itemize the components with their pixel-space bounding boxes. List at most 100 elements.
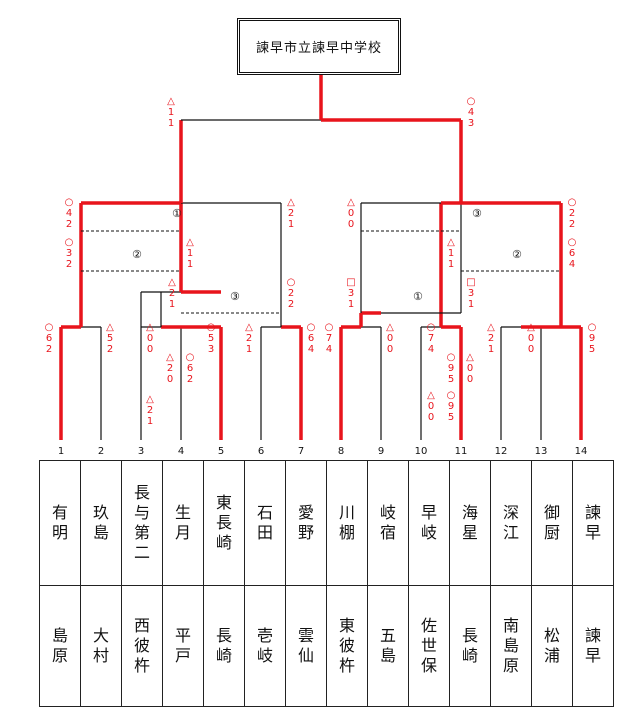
round-mark: ③ (230, 290, 240, 303)
round-mark: ① (413, 290, 423, 303)
team-name-cell: 有明 (39, 460, 81, 586)
team-number: 1 (58, 446, 64, 457)
team-name: 愛野 (297, 503, 314, 542)
region-name-cell: 壱岐 (244, 585, 286, 707)
team-name: 海星 (461, 503, 478, 542)
team-number: 5 (218, 446, 224, 457)
region-name: 島原 (51, 626, 68, 665)
region-name: 雲仙 (297, 626, 314, 665)
region-name: 佐世保 (420, 616, 437, 675)
team-number: 2 (98, 446, 104, 457)
school-title: 諫早市立諫早中学校 (255, 41, 382, 56)
team-name: 生月 (174, 503, 191, 542)
team-name: 岐宿 (379, 503, 396, 542)
round-mark: ③ (472, 207, 482, 220)
region-name: 西彼杵 (133, 616, 150, 675)
team-name: 御厨 (543, 503, 560, 542)
team-number: 4 (178, 446, 184, 457)
team-name: 長与第二 (133, 483, 150, 562)
team-name: 早岐 (420, 503, 437, 542)
team-name-cell: 諫早 (572, 460, 614, 586)
region-name: 壱岐 (256, 626, 273, 665)
region-name-cell: 佐世保 (408, 585, 450, 707)
round-mark: ② (512, 248, 522, 261)
region-name-cell: 東彼杵 (326, 585, 368, 707)
region-name-cell: 島原 (39, 585, 81, 707)
team-number: 13 (535, 446, 548, 457)
team-name-cell: 長与第二 (121, 460, 163, 586)
region-name: 平戸 (174, 626, 191, 665)
team-name: 石田 (256, 503, 273, 542)
team-name-cell: 愛野 (285, 460, 327, 586)
region-name-cell: 西彼杵 (121, 585, 163, 707)
region-name: 東彼杵 (338, 616, 355, 675)
region-name-cell: 雲仙 (285, 585, 327, 707)
region-name: 長崎 (215, 626, 232, 665)
region-name-cell: 大村 (80, 585, 122, 707)
region-name-cell: 長崎 (449, 585, 491, 707)
team-name: 深江 (502, 503, 519, 542)
region-name: 長崎 (461, 626, 478, 665)
team-name-cell: 海星 (449, 460, 491, 586)
team-name-cell: 早岐 (408, 460, 450, 586)
region-name: 南島原 (502, 616, 519, 675)
region-name-cell: 五島 (367, 585, 409, 707)
team-name-cell: 石田 (244, 460, 286, 586)
region-name-cell: 南島原 (490, 585, 532, 707)
team-number: 12 (495, 446, 508, 457)
team-number: 6 (258, 446, 264, 457)
team-name: 東長崎 (215, 493, 232, 552)
round-mark: ① (172, 207, 182, 220)
region-name: 諫早 (584, 626, 601, 665)
region-name: 松浦 (543, 626, 560, 665)
team-name: 川棚 (338, 503, 355, 542)
team-number: 9 (378, 446, 384, 457)
school-title-box: 諫早市立諫早中学校 (237, 18, 401, 75)
team-table: 有明玖島長与第二生月東長崎石田愛野川棚岐宿早岐海星深江御厨諫早 島原大村西彼杵平… (39, 460, 614, 707)
region-name-cell: 松浦 (531, 585, 573, 707)
team-number: 3 (138, 446, 144, 457)
team-name-cell: 深江 (490, 460, 532, 586)
team-number: 8 (338, 446, 344, 457)
team-number: 11 (455, 446, 468, 457)
team-name: 有明 (51, 503, 68, 542)
team-name: 玖島 (92, 503, 109, 542)
team-number: 10 (415, 446, 428, 457)
team-name-cell: 生月 (162, 460, 204, 586)
team-name-cell: 御厨 (531, 460, 573, 586)
team-name-cell: 岐宿 (367, 460, 409, 586)
region-name: 大村 (92, 626, 109, 665)
